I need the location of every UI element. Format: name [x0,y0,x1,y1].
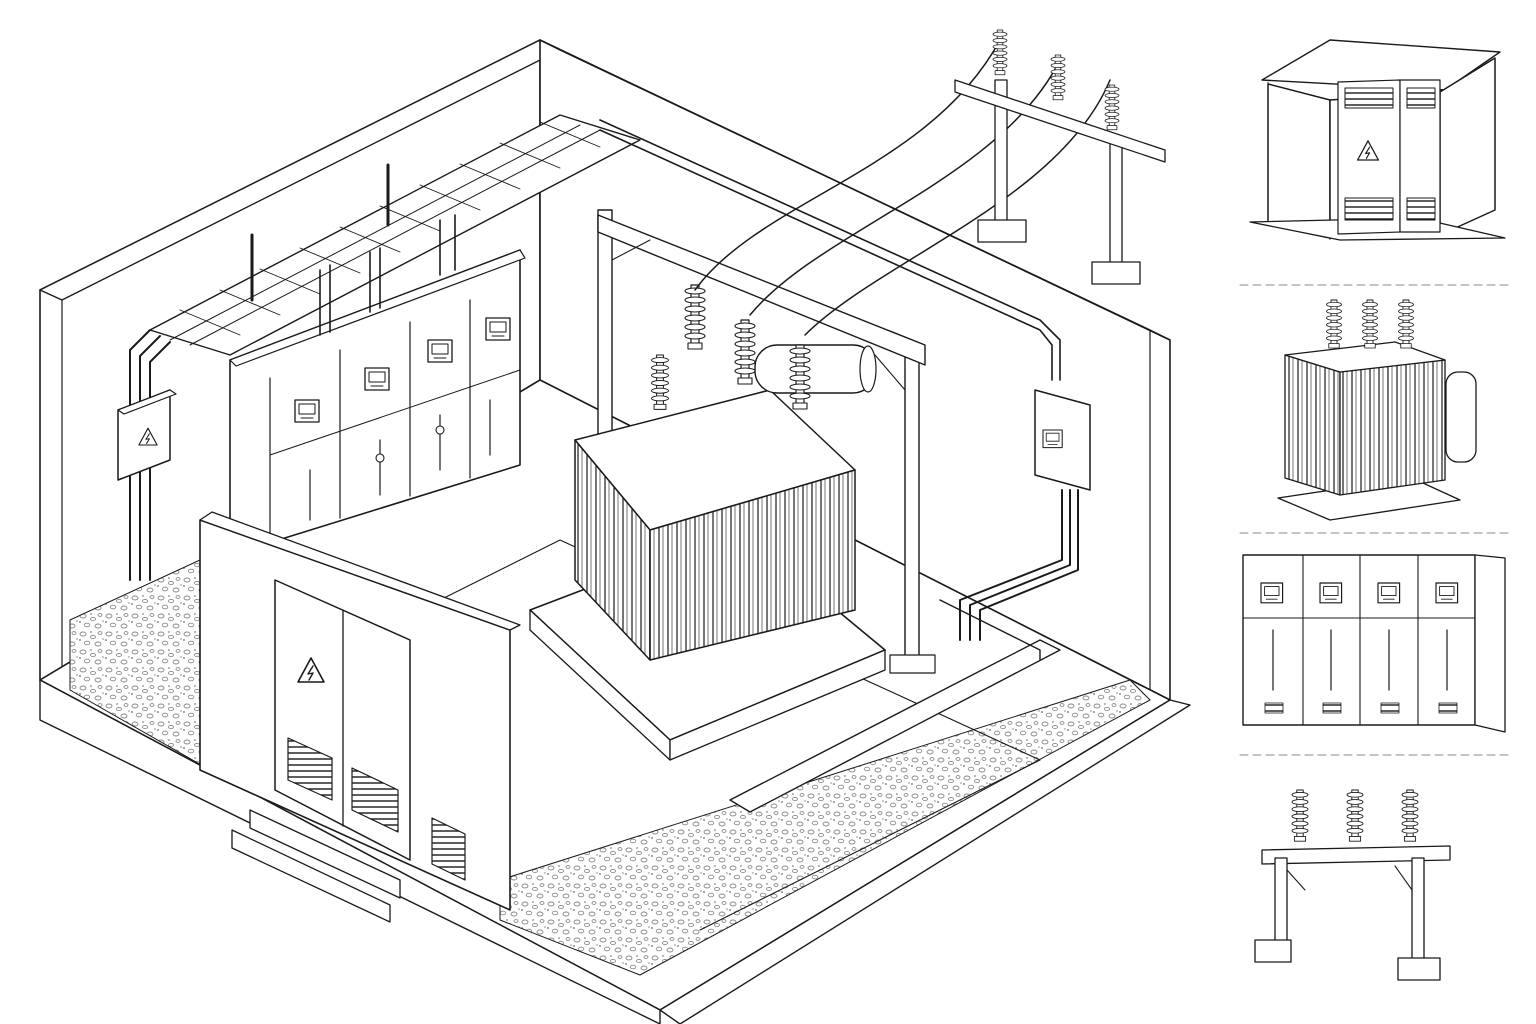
cable-trench [729,599,1061,813]
vent-louver [287,737,333,801]
floor-edge-left [39,679,661,1024]
kiosk-substation [1249,39,1506,241]
main-scene [39,29,1191,1024]
oil-transformer-small [1277,299,1477,521]
panel-meter-icon [294,399,320,423]
oil-transformer [574,284,877,661]
outdoor-pole-structure [954,29,1166,285]
panel-meter-icon [364,367,390,391]
switchgear-lineup-small [1242,554,1506,733]
cable-tray [129,114,1061,581]
vent-louver [431,817,466,881]
conservator-tank [754,344,876,394]
switchgear-panel-lineup [229,214,526,556]
junction-box-left [117,389,177,481]
back-wall-right-cap [539,39,1171,341]
side-panels [1239,39,1511,981]
junction-box-right [959,389,1091,641]
meter-icon [1042,429,1063,449]
vent-louver [351,767,399,833]
pole-disconnect-switch [1254,789,1451,981]
front-wall [199,511,521,923]
panel-meter-icon [427,339,453,363]
floor-edge-right [659,699,1191,1024]
panel-meter-icon [485,317,511,341]
gravel-bed-front [499,679,1151,976]
